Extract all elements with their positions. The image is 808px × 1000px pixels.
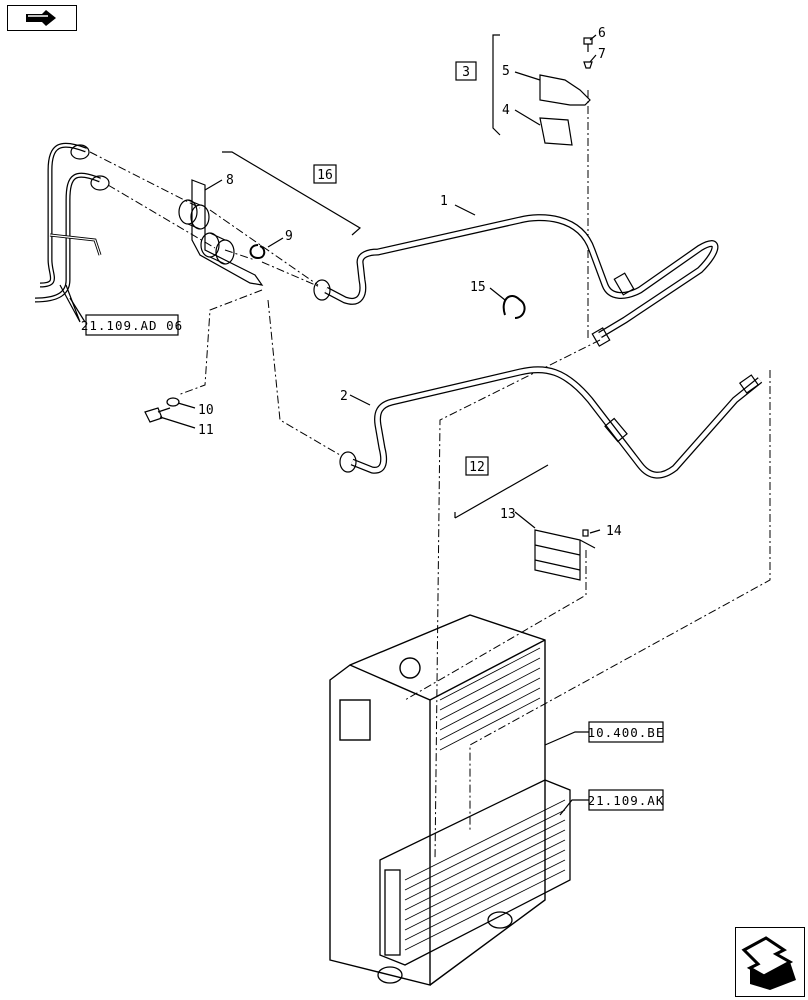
callout-14: 14 [606, 524, 622, 539]
reference-box-21-109-ad-06[interactable]: 21.109.AD 06 [81, 314, 183, 336]
callout-1: 1 [440, 194, 448, 209]
part-14-pin [582, 529, 589, 537]
part-7-nut [583, 61, 593, 69]
callout-5: 5 [502, 64, 510, 79]
part-13-grommet [534, 529, 596, 581]
page-back-icon [26, 10, 56, 26]
part-6-screw [583, 37, 593, 52]
part-5-bracket [539, 74, 591, 106]
callout-13: 13 [500, 507, 516, 522]
part-1-tube [313, 214, 719, 347]
previous-page-button[interactable] [7, 5, 77, 31]
svg-text:21.109.AK: 21.109.AK [588, 793, 665, 808]
reference-box-21-109-ak[interactable]: 21.109.AK [588, 789, 665, 811]
reference-box-10-400-be[interactable]: 10.400.BE [588, 721, 665, 743]
part-8-bracket [178, 179, 264, 286]
group-box-16[interactable] [313, 164, 337, 184]
part-10-washer [166, 397, 180, 407]
part-11-bolt [144, 407, 171, 423]
callout-9: 9 [285, 229, 293, 244]
group-label-16: 16 [317, 168, 333, 183]
callout-2: 2 [340, 389, 348, 404]
callout-4: 4 [502, 103, 510, 118]
callout-10: 10 [198, 403, 214, 418]
group-box-12[interactable] [465, 456, 489, 476]
page-forward-icon [741, 936, 796, 990]
svg-text:10.400.BE: 10.400.BE [588, 725, 665, 740]
group-label-3: 3 [462, 65, 470, 80]
callout-15: 15 [470, 280, 486, 295]
callout-6: 6 [598, 26, 606, 41]
part-15-clip [502, 295, 526, 319]
tube-bundle [34, 142, 110, 323]
oil-cooler [377, 779, 571, 984]
callout-7: 7 [598, 47, 606, 62]
group-box-3[interactable] [455, 61, 477, 81]
next-page-button[interactable] [735, 927, 805, 997]
radiator [329, 614, 546, 986]
part-4-pad [539, 117, 573, 146]
callout-11: 11 [198, 423, 214, 438]
svg-text:21.109.AD 06: 21.109.AD 06 [81, 318, 183, 333]
part-2-tube [339, 366, 763, 479]
part-9-clip [249, 244, 266, 260]
callout-8: 8 [226, 173, 234, 188]
group-label-12: 12 [469, 460, 485, 475]
